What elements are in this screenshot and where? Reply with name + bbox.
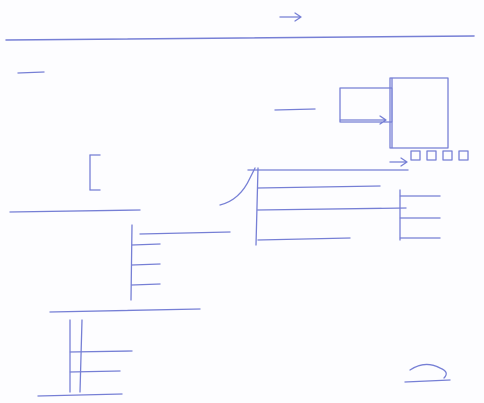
bottom-left-bracket bbox=[69, 319, 133, 393]
vertical-rail bbox=[255, 167, 259, 246]
lower-line bbox=[257, 237, 351, 241]
underline-1 bbox=[9, 209, 141, 213]
header-arrow bbox=[279, 12, 302, 22]
small-boxes bbox=[410, 150, 469, 161]
frame-arrow bbox=[339, 115, 387, 125]
connector-arrow bbox=[389, 157, 408, 167]
mid-left-bracket bbox=[89, 154, 101, 191]
signature-scribble bbox=[409, 363, 447, 379]
mid-line bbox=[257, 207, 407, 211]
curved-connector bbox=[219, 167, 256, 206]
boxed-frame bbox=[339, 77, 449, 149]
underline-3 bbox=[49, 308, 201, 313]
header-rule bbox=[5, 35, 475, 41]
signature-underline bbox=[404, 379, 451, 383]
right-tree bbox=[399, 189, 441, 241]
underline-2 bbox=[139, 231, 231, 235]
fraction-bar bbox=[17, 71, 45, 74]
upper-line bbox=[257, 185, 381, 189]
bottom-rule bbox=[37, 393, 123, 397]
left-tree bbox=[130, 224, 161, 301]
underline-4 bbox=[274, 108, 316, 111]
